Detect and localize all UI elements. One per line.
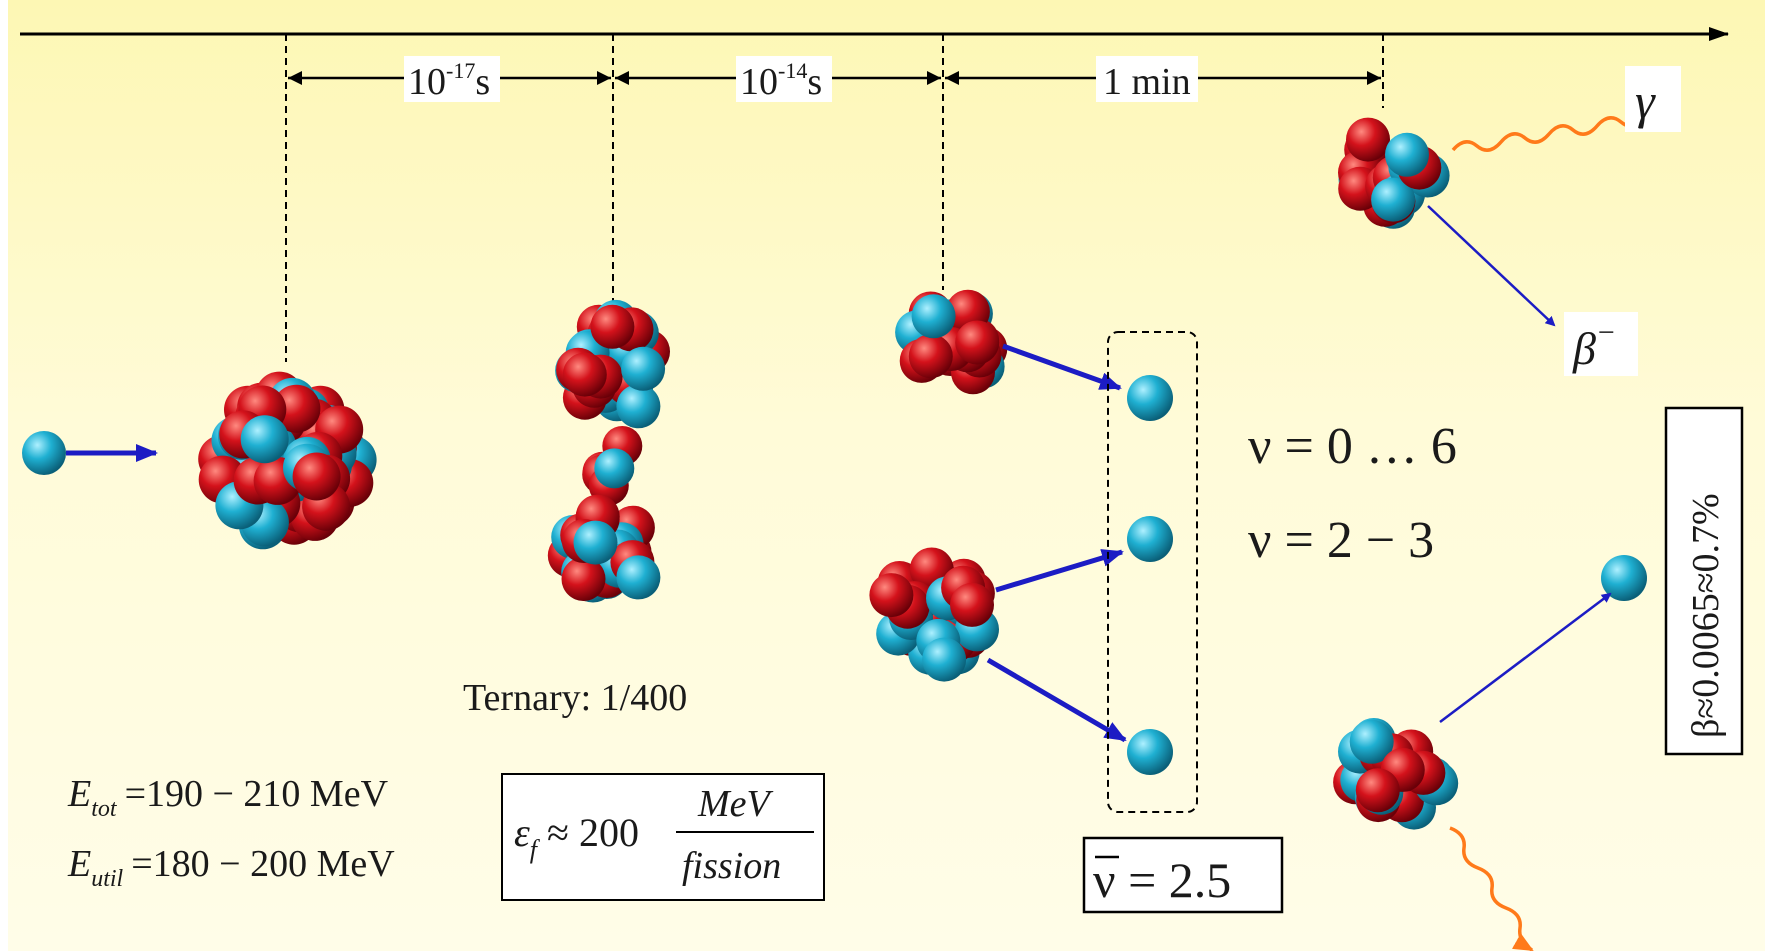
fragment-lower — [869, 547, 999, 682]
e-tot-label: Etot=190 − 210 MeV — [67, 773, 389, 822]
proton — [292, 452, 341, 501]
nu-mean-box — [1082, 836, 1284, 914]
interval-label-boxes — [404, 56, 1198, 102]
proton — [1346, 117, 1390, 162]
neutron — [922, 637, 967, 682]
epsilon-numerator: MeV — [697, 783, 774, 825]
beta-minus-label: β− — [1572, 316, 1616, 374]
neutron — [573, 520, 618, 565]
compound-nucleus — [198, 371, 377, 550]
elongated-nucleus-lower — [547, 494, 661, 603]
neutron — [240, 415, 289, 464]
gamma-ray-lower — [1449, 826, 1534, 951]
prompt-neutron-2 — [1127, 516, 1173, 562]
neutron — [1371, 177, 1416, 222]
proton — [908, 334, 953, 379]
proton — [590, 304, 635, 349]
beta-label-box — [1564, 312, 1638, 376]
fission-diagram: 10-17s 10-14s 1 min γ β− ν = 0 … 6 ν = 2… — [8, 0, 1765, 951]
nu-typical-label: ν = 2 − 3 — [1248, 512, 1434, 569]
neutron — [616, 555, 661, 600]
proton — [869, 573, 914, 618]
beta-fraction-label: β≈0.0065≈0.7% — [1685, 493, 1727, 738]
interval-2-label: 10-14s — [740, 58, 822, 103]
diagram-canvas: 10-17s 10-14s 1 min γ β− ν = 0 … 6 ν = 2… — [20, 27, 1744, 951]
proton — [950, 582, 994, 627]
decay-arrows — [1427, 205, 1612, 723]
fragment-upper — [895, 289, 1008, 395]
decaying-fragment-lower — [1333, 718, 1459, 830]
proton — [1355, 768, 1400, 813]
epsilon-box — [501, 773, 825, 901]
prompt-neutron-arrows — [986, 343, 1127, 743]
prompt-neutron-1 — [1127, 375, 1173, 421]
gamma-label: γ — [1635, 73, 1656, 129]
nucleus-clusters — [198, 117, 1459, 830]
neutron — [616, 384, 661, 429]
incoming-neutron — [22, 431, 66, 475]
prompt-neutron-box — [1107, 331, 1198, 813]
neutron — [1349, 719, 1394, 764]
proton — [562, 352, 607, 397]
e-util-label: Eutil=180 − 200 MeV — [67, 843, 395, 892]
beta-fraction-box — [1664, 406, 1744, 756]
ternary-label: Ternary: 1/400 — [463, 677, 687, 719]
nu-range-label: ν = 0 … 6 — [1248, 418, 1457, 475]
elongated-nucleus-neck — [582, 426, 643, 506]
gamma-label-box — [1625, 66, 1681, 132]
proton — [955, 320, 1000, 365]
epsilon-denominator: fission — [682, 845, 781, 887]
prompt-neutron-3 — [1127, 729, 1173, 775]
decaying-fragment-upper — [1338, 117, 1450, 229]
elongated-nucleus-upper — [555, 299, 670, 429]
neutron — [621, 346, 666, 391]
epsilon-label: εf≈ 200 — [514, 810, 639, 864]
time-markers — [285, 34, 1384, 362]
neutron — [911, 294, 956, 339]
proton — [561, 557, 606, 601]
neutron — [594, 448, 635, 489]
nu-mean-label: ν = 2.5 — [1093, 852, 1231, 908]
prompt-neutrons — [1127, 375, 1173, 775]
proton — [272, 384, 321, 433]
neutron — [1385, 132, 1429, 177]
delayed-neutron — [1601, 555, 1647, 601]
interval-1-label: 10-17s — [408, 58, 490, 103]
interval-3-label: 1 min — [1103, 61, 1191, 103]
